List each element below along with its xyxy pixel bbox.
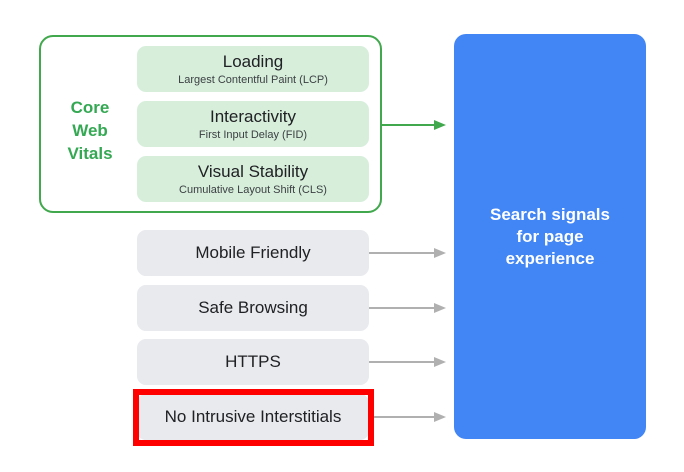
vital-subtitle: Cumulative Layout Shift (CLS) (179, 184, 327, 196)
https-arrow (369, 357, 446, 367)
core-web-vitals-label-line: Vitals (67, 144, 113, 163)
core-web-vitals-label-line: Web (72, 121, 108, 140)
vital-subtitle: First Input Delay (FID) (198, 129, 308, 141)
signal-mobile-friendly: Mobile Friendly (137, 230, 369, 276)
signal-no-intrusive-interstitials: No Intrusive Interstitials (137, 394, 369, 440)
vital-visual-stability-box: Visual Stability Cumulative Layout Shift… (137, 156, 369, 202)
no-intrusive-interstitials-arrow (374, 412, 446, 422)
signal-https: HTTPS (137, 339, 369, 385)
search-signals-box (454, 34, 646, 439)
core-web-vitals-group (39, 35, 382, 213)
core-web-vitals-label: Core Web Vitals (47, 96, 133, 165)
vital-title: Visual Stability (197, 162, 309, 181)
vital-title: Loading (222, 52, 284, 71)
search-signals-label-line: Search signals (489, 205, 610, 224)
vital-subtitle: Largest Contentful Paint (LCP) (178, 74, 328, 86)
search-signals-label: Search signals for page experience (454, 204, 646, 270)
search-signals-label-line: for page (516, 227, 584, 246)
signal-safe-browsing: Safe Browsing (137, 285, 369, 331)
core-web-vitals-arrow (382, 120, 446, 130)
mobile-friendly-arrow (369, 248, 446, 258)
highlight-frame (133, 389, 374, 446)
vital-title: Interactivity (210, 107, 296, 126)
core-web-vitals-label-line: Core (70, 98, 110, 117)
vital-loading-box: Loading Largest Contentful Paint (LCP) (137, 46, 369, 92)
vital-interactivity-box: Interactivity First Input Delay (FID) (137, 101, 369, 147)
safe-browsing-arrow (369, 303, 446, 313)
search-signals-label-line: experience (505, 249, 595, 268)
